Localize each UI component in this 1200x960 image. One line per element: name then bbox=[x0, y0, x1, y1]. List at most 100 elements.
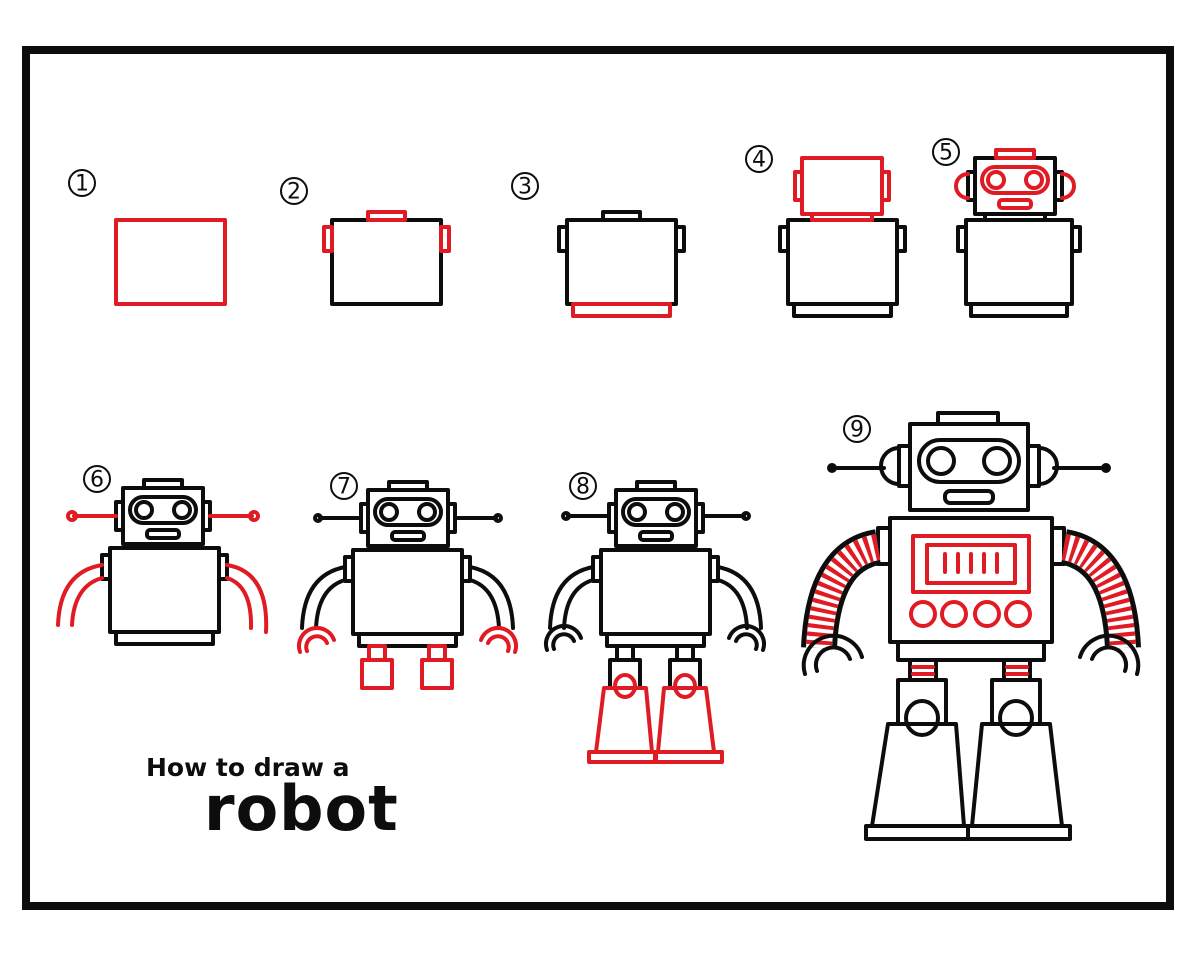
left-leg-joint bbox=[367, 644, 387, 662]
robot-body bbox=[114, 218, 227, 306]
left-sole bbox=[864, 824, 970, 841]
step-number-5: 5 bbox=[932, 138, 960, 166]
robot-body bbox=[786, 218, 899, 306]
robot-head bbox=[800, 156, 884, 216]
step-number-1-label: 1 bbox=[75, 172, 89, 197]
head-left-ear bbox=[966, 170, 977, 202]
chest-screen-bars bbox=[943, 552, 999, 574]
left-eye bbox=[926, 446, 956, 476]
mouth-grille bbox=[943, 489, 995, 505]
step-number-6-label: 6 bbox=[90, 468, 104, 493]
right-hand bbox=[1078, 633, 1141, 676]
left-hand bbox=[801, 633, 864, 676]
chest-button-4 bbox=[1004, 600, 1032, 628]
right-knee bbox=[998, 699, 1034, 737]
step-1: 1 bbox=[68, 169, 227, 306]
mouth-grille bbox=[145, 528, 181, 540]
left-antenna-tip bbox=[827, 463, 837, 473]
right-foot bbox=[420, 658, 454, 690]
right-shoulder bbox=[674, 225, 686, 253]
left-antenna-tip bbox=[66, 510, 78, 522]
step-number-1: 1 bbox=[68, 169, 96, 197]
head-right-ear bbox=[880, 170, 891, 202]
robot-body bbox=[351, 548, 464, 636]
step-8: 8 bbox=[543, 472, 767, 764]
right-upper-leg bbox=[1002, 658, 1032, 682]
visor bbox=[917, 438, 1021, 484]
sheet-frame bbox=[22, 46, 1174, 910]
robot-body bbox=[964, 218, 1074, 306]
left-arm bbox=[548, 565, 595, 630]
right-arm bbox=[468, 565, 515, 630]
left-arm bbox=[300, 565, 347, 630]
robot-body bbox=[330, 218, 443, 306]
right-shoulder bbox=[708, 555, 720, 583]
right-eye bbox=[982, 446, 1012, 476]
left-shoulder bbox=[778, 225, 790, 253]
body-base bbox=[114, 630, 215, 646]
right-antenna-tip bbox=[741, 511, 751, 521]
step-number-3-label: 3 bbox=[518, 175, 532, 200]
step-6: 6 bbox=[56, 465, 269, 646]
right-ear-dome bbox=[1060, 172, 1076, 200]
robot-body bbox=[565, 218, 678, 306]
body-base bbox=[896, 640, 1046, 662]
body-base bbox=[605, 632, 706, 648]
head-left-ear bbox=[607, 502, 618, 534]
mouth-grille bbox=[638, 530, 674, 542]
right-sole bbox=[966, 824, 1072, 841]
right-sole bbox=[653, 750, 724, 764]
step-number-9-label: 9 bbox=[850, 418, 864, 443]
title-line-2: robot bbox=[204, 772, 399, 845]
left-eye bbox=[379, 502, 399, 522]
step-number-7: 7 bbox=[330, 472, 358, 500]
robot-body bbox=[599, 548, 712, 636]
right-leg-joint bbox=[427, 644, 447, 662]
title-line-1: How to draw a bbox=[146, 753, 350, 782]
step-number-7-label: 7 bbox=[337, 475, 351, 500]
right-shoulder bbox=[460, 555, 472, 583]
visor bbox=[621, 497, 691, 527]
right-hand bbox=[479, 626, 519, 654]
body-base bbox=[571, 302, 672, 318]
step-number-3: 3 bbox=[511, 172, 539, 200]
right-eye bbox=[665, 502, 685, 522]
left-leg-joint bbox=[615, 644, 635, 662]
visor bbox=[373, 497, 443, 527]
step-number-9: 9 bbox=[843, 415, 871, 443]
left-shoulder bbox=[876, 526, 892, 566]
step-number-6: 6 bbox=[83, 465, 111, 493]
right-arm-outline bbox=[225, 563, 269, 634]
right-eye bbox=[1024, 170, 1044, 190]
step-5: 5 bbox=[932, 138, 1082, 318]
body-base bbox=[792, 302, 893, 318]
left-shoulder bbox=[100, 553, 112, 581]
right-antenna-tip bbox=[1101, 463, 1111, 473]
head-left-ear bbox=[793, 170, 804, 202]
head-top-plate bbox=[994, 148, 1036, 160]
right-shoulder bbox=[439, 225, 451, 253]
right-arm bbox=[716, 565, 763, 630]
chest-screen bbox=[925, 543, 1017, 585]
body-base bbox=[969, 302, 1069, 318]
left-antenna-tip bbox=[313, 513, 323, 523]
chest-panel bbox=[911, 534, 1031, 594]
left-antenna-tip bbox=[561, 511, 571, 521]
left-knee bbox=[904, 699, 940, 737]
left-sole bbox=[587, 750, 658, 764]
right-leg-joint bbox=[675, 644, 695, 662]
visor bbox=[128, 495, 198, 525]
left-arm bbox=[801, 529, 883, 650]
left-boot bbox=[870, 722, 966, 828]
step-2: 2 bbox=[280, 177, 451, 306]
left-shoulder bbox=[591, 555, 603, 583]
head-top-plate bbox=[936, 411, 1000, 426]
step-number-2: 2 bbox=[280, 177, 308, 205]
right-eye bbox=[417, 502, 437, 522]
right-antenna-tip bbox=[248, 510, 260, 522]
left-upper-leg bbox=[908, 658, 938, 682]
head-neck bbox=[810, 212, 874, 222]
visor bbox=[980, 165, 1050, 195]
head-top-plate bbox=[142, 478, 184, 490]
